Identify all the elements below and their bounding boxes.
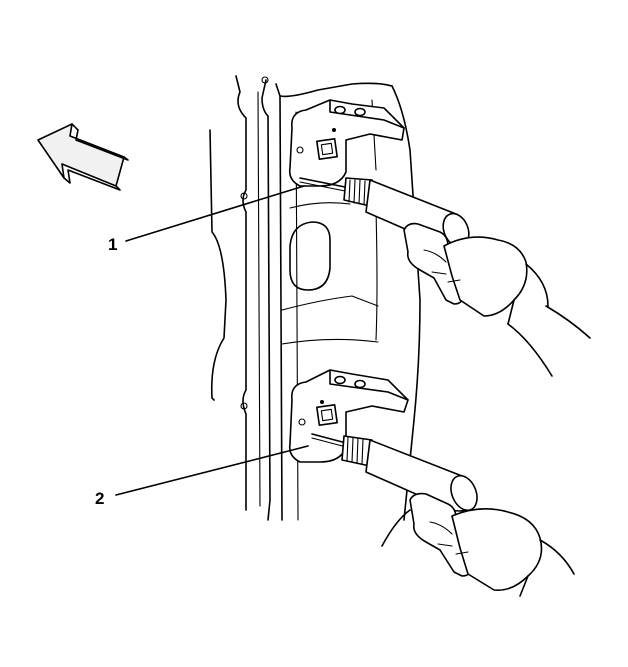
upper-hand <box>403 222 591 377</box>
forward-arrow-icon <box>37 123 129 191</box>
callout-2-leader <box>115 445 309 496</box>
body-pillar <box>209 75 271 521</box>
upper-hinge <box>288 99 405 187</box>
callout-2-label: 2 <box>95 489 104 508</box>
lower-hand <box>381 492 575 597</box>
callout-1-label: 1 <box>108 235 117 254</box>
callout-1-leader <box>125 185 305 242</box>
